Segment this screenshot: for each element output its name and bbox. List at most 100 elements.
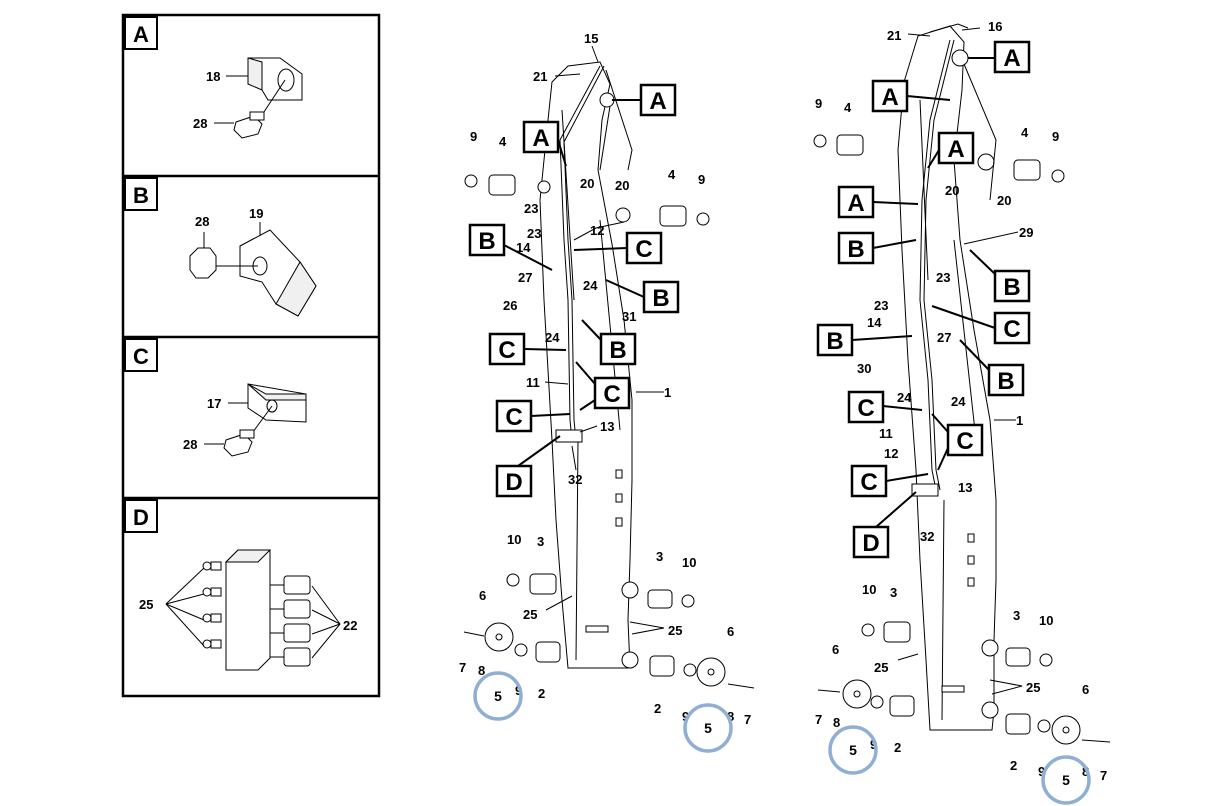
- left-box-c4: C: [505, 404, 522, 431]
- panel-a: A 18 28: [124, 16, 303, 139]
- right-callout-27: 27: [937, 330, 951, 345]
- right-callout-10b: 10: [1039, 613, 1053, 628]
- left-callout-10a: 10: [507, 532, 521, 547]
- left-callout-13: 13: [600, 419, 614, 434]
- right-callout-21: 21: [887, 28, 901, 43]
- right-callouts: 21 16 9 4 4 9 20 20 29 23 23 14 27 30 24…: [815, 19, 1107, 783]
- left-callout-24b: 24: [545, 330, 560, 345]
- left-box-d: D: [505, 469, 522, 496]
- right-box-c2: C: [857, 395, 874, 422]
- left-callout-24a: 24: [583, 278, 598, 293]
- right-box-a4: A: [847, 190, 864, 217]
- left-callout-2b: 2: [654, 701, 661, 716]
- panel-a-tag: A: [133, 22, 149, 47]
- left-box-a1: A: [649, 88, 666, 115]
- right-callout-4b: 4: [1021, 125, 1029, 140]
- panel-d-tag: D: [133, 505, 149, 530]
- right-box-b3: B: [826, 328, 843, 355]
- right-callout-30: 30: [857, 361, 871, 376]
- right-callout-14: 14: [867, 315, 882, 330]
- right-callout-24a: 24: [897, 390, 912, 405]
- right-box-c4: C: [860, 469, 877, 496]
- callout-c-17: 17: [207, 396, 221, 411]
- right-boxed-labels: A A A A B B C B B C C C D: [816, 40, 1031, 559]
- left-box-a2: A: [532, 125, 549, 152]
- panel-b: B 28 19: [124, 177, 317, 317]
- left-boxed-labels: A A B C B C B C C D: [468, 83, 680, 498]
- left-callout-26: 26: [503, 298, 517, 313]
- left-callout-20b: 20: [615, 178, 629, 193]
- callout-b-28: 28: [195, 214, 209, 229]
- left-box-b2: B: [652, 285, 669, 312]
- left-callout-23a: 23: [524, 201, 538, 216]
- right-callout-7a: 7: [815, 712, 822, 727]
- left-callout-7a: 7: [459, 660, 466, 675]
- right-callout-25a: 25: [874, 660, 888, 675]
- left-callout-7b: 7: [744, 712, 751, 727]
- right-callout-25b: 25: [1026, 680, 1040, 695]
- left-callout-23b: 23: [527, 226, 541, 241]
- detail-panels: A 18 28 B 28 19: [121, 13, 381, 698]
- right-callout-5b: 5: [1062, 772, 1070, 788]
- right-callout-2b: 2: [1010, 758, 1017, 773]
- left-highlight-circle-2: [683, 703, 733, 753]
- right-box-b4: B: [997, 368, 1014, 395]
- left-callout-5b: 5: [704, 720, 712, 736]
- panel-c: C 17 28: [124, 338, 307, 457]
- right-box-c3: C: [956, 428, 973, 455]
- right-box-d: D: [862, 530, 879, 557]
- left-callout-4b: 4: [668, 167, 676, 182]
- right-callout-6a: 6: [832, 642, 839, 657]
- right-callout-20a: 20: [945, 183, 959, 198]
- right-box-a3: A: [947, 136, 964, 163]
- right-callout-5a: 5: [849, 742, 857, 758]
- left-callout-3a: 3: [537, 534, 544, 549]
- right-callout-8a: 8: [833, 715, 840, 730]
- left-callout-25b: 25: [668, 623, 682, 638]
- right-box-a2: A: [881, 84, 898, 111]
- right-callout-7b: 7: [1100, 768, 1107, 783]
- left-callout-8b: 8: [727, 709, 734, 724]
- right-callout-9b: 9: [1052, 129, 1059, 144]
- left-box-b3: B: [609, 337, 626, 364]
- right-callout-2a: 2: [894, 740, 901, 755]
- left-callout-27: 27: [518, 270, 532, 285]
- right-box-a1: A: [1003, 45, 1020, 72]
- left-callout-2a: 2: [538, 686, 545, 701]
- left-callout-9: 9: [470, 129, 477, 144]
- left-callouts: 15 21 9 4 20 20 4 9 23 23 12 14 27 26 24…: [459, 31, 751, 727]
- left-callout-12: 12: [590, 223, 604, 238]
- left-callout-31: 31: [622, 309, 636, 324]
- right-box-b2: B: [1003, 274, 1020, 301]
- right-callout-9a: 9: [815, 96, 822, 111]
- right-highlight-circle-1: [828, 725, 878, 775]
- callout-b-19: 19: [249, 206, 263, 221]
- left-callout-4: 4: [499, 134, 507, 149]
- panel-b-tag: B: [133, 183, 149, 208]
- right-callout-10a: 10: [862, 582, 876, 597]
- left-callout-9b: 9: [698, 172, 705, 187]
- left-highlight-circles: 5 5: [473, 671, 733, 753]
- right-callout-4a: 4: [844, 100, 852, 115]
- left-box-c1: C: [635, 236, 652, 263]
- right-callout-32: 32: [920, 529, 934, 544]
- left-callout-6a: 6: [479, 588, 486, 603]
- left-callout-1: 1: [664, 385, 671, 400]
- left-box-c3: C: [603, 381, 620, 408]
- left-callout-14: 14: [516, 240, 531, 255]
- left-boom-view: A A B C B C B C C D 15 2 1 9 4 20: [459, 31, 755, 753]
- callout-a-28: 28: [193, 116, 207, 131]
- right-callout-12: 12: [884, 446, 898, 461]
- right-highlight-circles: 5 5: [828, 725, 1091, 805]
- callout-a-18: 18: [206, 69, 220, 84]
- panel-c-tag: C: [133, 344, 149, 369]
- right-callout-13: 13: [958, 480, 972, 495]
- right-callout-1: 1: [1016, 413, 1023, 428]
- panel-d: D 25 22: [124, 499, 357, 671]
- right-boom-view: A A A A B B C B B C C C D 2: [813, 19, 1111, 805]
- right-callout-24b: 24: [951, 394, 966, 409]
- left-box-c2: C: [498, 337, 515, 364]
- right-callout-29: 29: [1019, 225, 1033, 240]
- left-callout-15: 15: [584, 31, 598, 46]
